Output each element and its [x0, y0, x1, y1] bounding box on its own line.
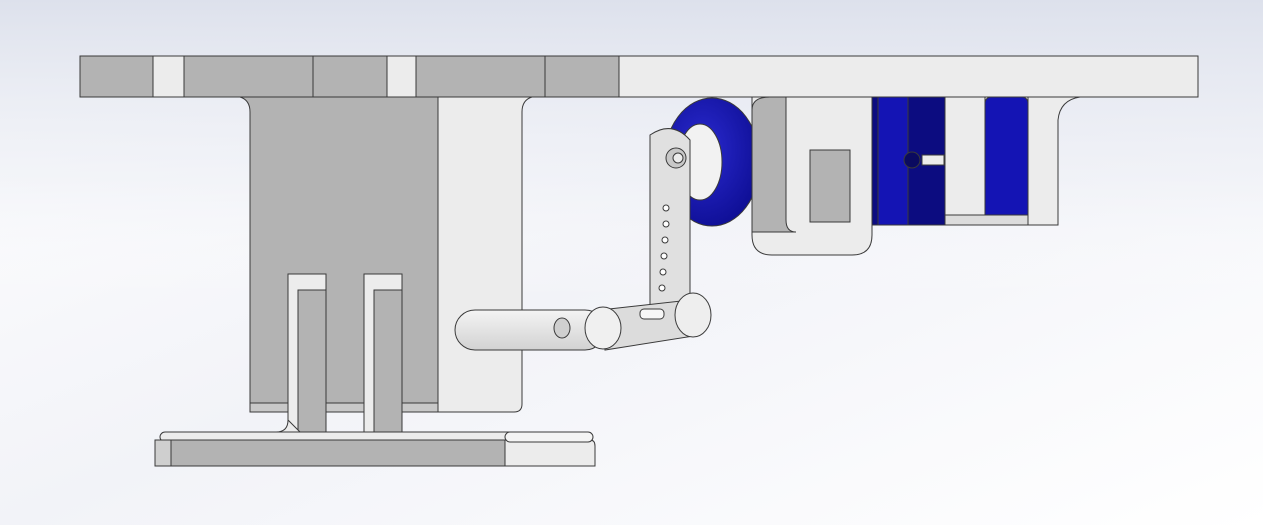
background-shade	[0, 0, 1263, 300]
servo-horn	[649, 123, 723, 323]
servo-bracket	[751, 96, 1081, 256]
mount-assembly	[79, 55, 1199, 467]
base-plate	[154, 431, 596, 467]
legs	[275, 273, 403, 433]
push-rod	[454, 292, 712, 351]
top-plate	[79, 55, 1199, 98]
horn-holes	[658, 204, 670, 292]
